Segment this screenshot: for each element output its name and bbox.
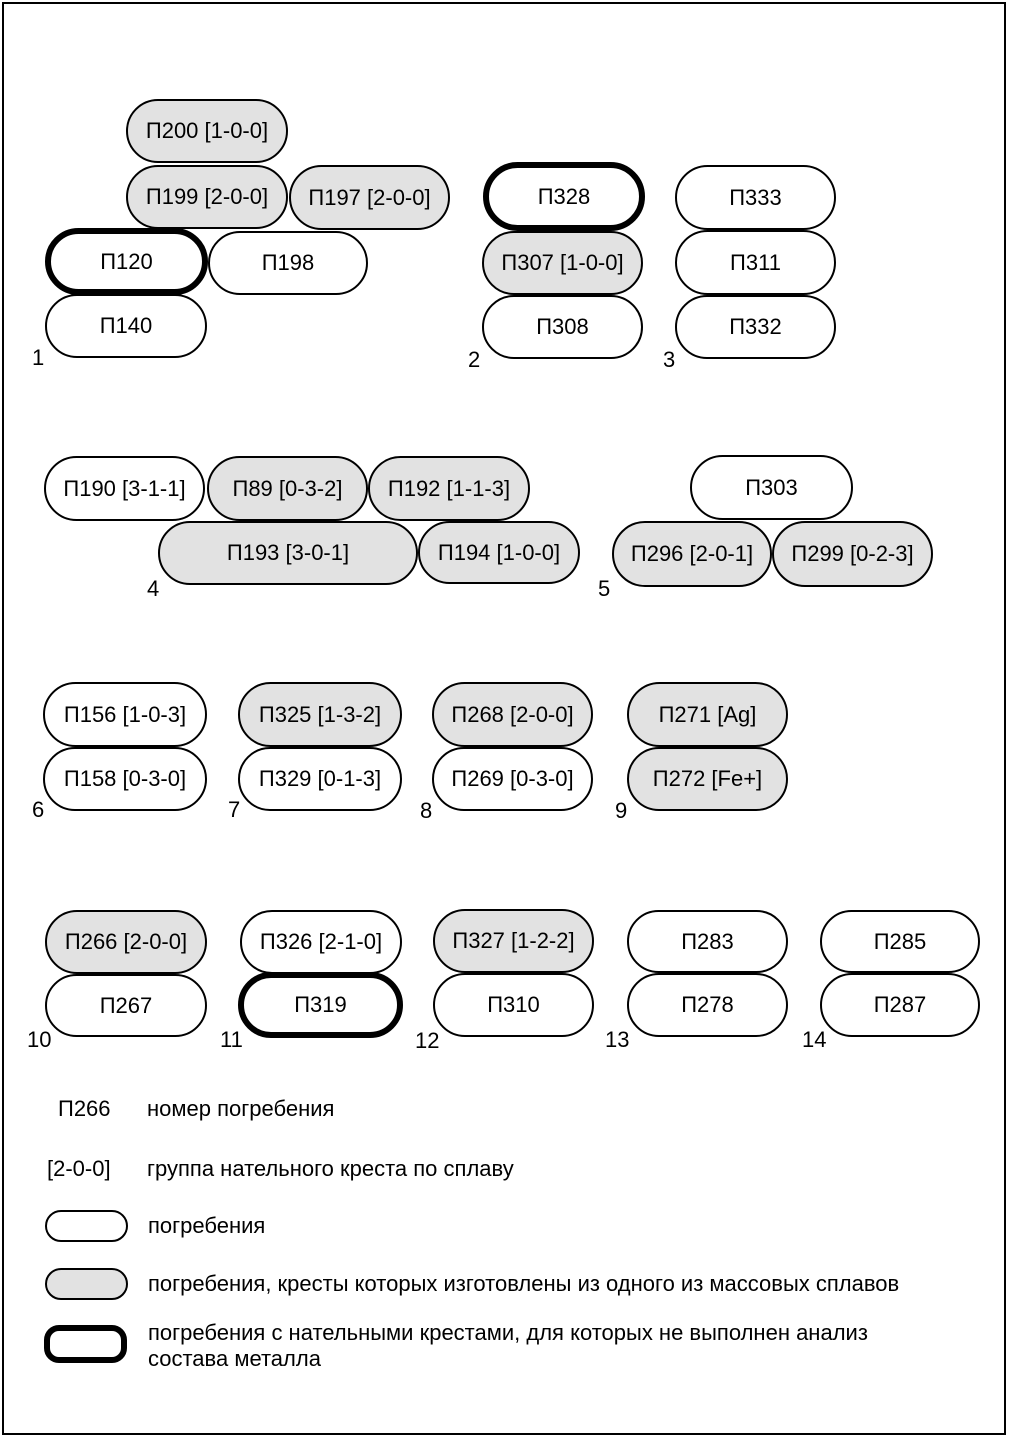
pill-p285: П285 xyxy=(820,910,980,973)
pill-p287: П287 xyxy=(820,973,980,1037)
pill-p310: П310 xyxy=(433,973,594,1037)
pill-p268: П268 [2-0-0] xyxy=(432,682,593,747)
pill-p296: П296 [2-0-1] xyxy=(612,521,772,587)
group-3-label: 3 xyxy=(663,347,676,372)
pill-p89: П89 [0-3-2] xyxy=(207,456,368,521)
group-14-label: 14 xyxy=(802,1027,827,1052)
legend-burial-number-sample: П266 xyxy=(58,1096,111,1121)
group-5-label: 5 xyxy=(598,576,611,601)
pill-p190: П190 [3-1-1] xyxy=(44,456,205,521)
pill-p311: П311 xyxy=(675,230,836,295)
legend-gray-pill-swatch xyxy=(45,1268,128,1300)
group-10-label: 10 xyxy=(27,1027,52,1052)
pill-p193: П193 [3-0-1] xyxy=(158,521,418,585)
pill-p325: П325 [1-3-2] xyxy=(238,682,402,747)
group-2-label: 2 xyxy=(468,347,481,372)
pill-p271: П271 [Ag] xyxy=(627,682,788,747)
pill-p332: П332 xyxy=(675,295,836,359)
pill-p198: П198 xyxy=(208,231,368,295)
pill-p200: П200 [1-0-0] xyxy=(126,99,288,163)
group-6-label: 6 xyxy=(32,797,45,822)
pill-p192: П192 [1-1-3] xyxy=(368,456,530,521)
pill-p156: П156 [1-0-3] xyxy=(43,682,207,747)
pill-p319: П319 xyxy=(238,972,403,1038)
group-7-label: 7 xyxy=(228,797,241,822)
legend-thick-desc-line2: состава металла xyxy=(148,1346,321,1371)
legend-burial-number-desc: номер погребения xyxy=(147,1096,335,1121)
pill-p283: П283 xyxy=(627,910,788,973)
group-11-label: 11 xyxy=(220,1027,243,1052)
legend-alloy-group-desc: группа нательного креста по сплаву xyxy=(147,1156,514,1181)
pill-p327: П327 [1-2-2] xyxy=(433,909,594,973)
legend-plain-desc: погребения xyxy=(148,1213,266,1238)
group-8-label: 8 xyxy=(420,798,433,823)
pill-p197: П197 [2-0-0] xyxy=(289,165,450,230)
pill-p269: П269 [0-3-0] xyxy=(432,747,593,811)
pill-p272: П272 [Fe+] xyxy=(627,747,788,811)
pill-p120: П120 xyxy=(45,228,208,295)
group-9-label: 9 xyxy=(615,798,628,823)
group-13-label: 13 xyxy=(605,1027,630,1052)
pill-p329: П329 [0-1-3] xyxy=(238,747,402,811)
legend-plain-pill-swatch xyxy=(45,1210,128,1242)
pill-p326: П326 [2-1-0] xyxy=(240,910,402,974)
legend-thick-desc-line1: погребения с нательными крестами, для ко… xyxy=(148,1320,868,1345)
group-4-label: 4 xyxy=(147,576,160,601)
group-12-label: 12 xyxy=(415,1028,440,1053)
legend-gray-desc: погребения, кресты которых изготовлены и… xyxy=(148,1271,900,1296)
pill-p266: П266 [2-0-0] xyxy=(45,910,207,974)
pill-p307: П307 [1-0-0] xyxy=(482,231,643,295)
pill-p158: П158 [0-3-0] xyxy=(43,747,207,811)
pill-p328: П328 xyxy=(483,162,645,231)
pill-p303: П303 xyxy=(690,455,853,520)
pill-p140: П140 xyxy=(45,294,207,358)
pill-p299: П299 [0-2-3] xyxy=(772,521,933,587)
legend-alloy-group-sample: [2-0-0] xyxy=(47,1156,111,1181)
pill-p278: П278 xyxy=(627,973,788,1037)
pill-p308: П308 xyxy=(482,295,643,359)
pill-p199: П199 [2-0-0] xyxy=(126,165,288,229)
legend-thick-pill-swatch xyxy=(44,1325,127,1363)
pill-p267: П267 xyxy=(45,974,207,1037)
group-1-label: 1 xyxy=(32,345,45,370)
pill-p194: П194 [1-0-0] xyxy=(418,521,580,584)
pill-p333: П333 xyxy=(675,165,836,230)
